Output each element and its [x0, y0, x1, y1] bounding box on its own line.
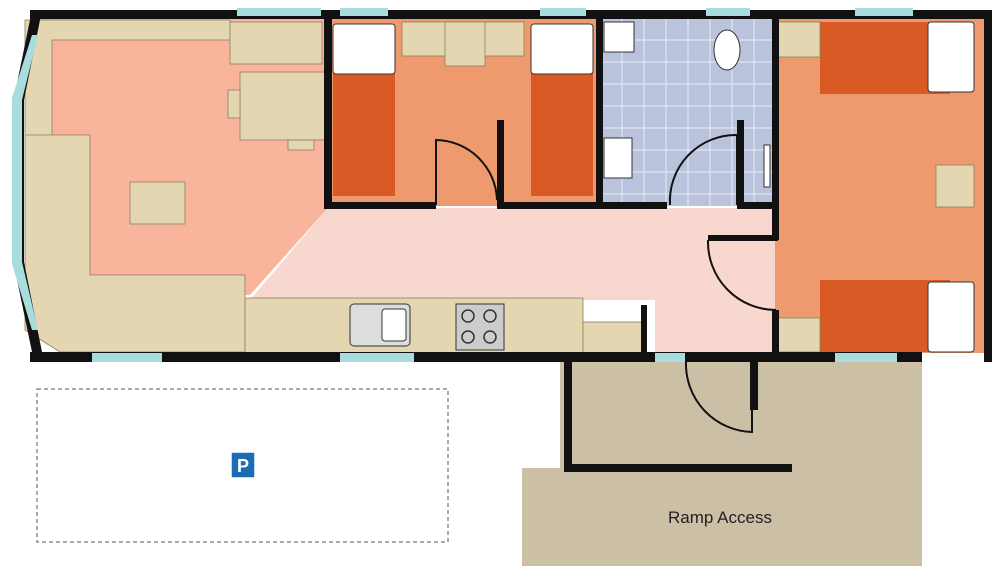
wall-interior [708, 235, 778, 241]
window [706, 8, 750, 16]
bathroom-tiles [600, 18, 775, 206]
door-swing [706, 239, 777, 311]
wall-interior [497, 202, 667, 209]
window [237, 8, 321, 16]
dining-table [239, 71, 327, 141]
wall-interior [772, 18, 779, 240]
door-swing [435, 138, 498, 205]
window [340, 8, 388, 16]
entrance-door-swing [684, 361, 753, 434]
ramp-access-label: Ramp Access [668, 508, 772, 527]
ramp-access-area [522, 468, 922, 566]
wall-interior [737, 120, 744, 208]
coffee-table [129, 181, 186, 225]
window [340, 353, 414, 362]
armchair [229, 21, 323, 65]
wall-interior [641, 305, 647, 355]
pillow [332, 23, 396, 75]
parking-sign-label: P [237, 456, 249, 476]
wall-interior [737, 202, 777, 209]
pillow [530, 23, 594, 75]
shower-icon [603, 21, 635, 53]
wall-interior [497, 120, 504, 208]
door-swing [668, 133, 738, 206]
bay-window [12, 35, 38, 330]
pillow [927, 21, 975, 93]
wall-interior [596, 18, 603, 208]
porch-wall [564, 362, 792, 472]
desk [935, 164, 975, 208]
hob-burners [461, 309, 497, 344]
wall-right [984, 10, 992, 362]
bedside-table [777, 317, 821, 353]
window [540, 8, 586, 16]
toilet-icon [713, 29, 741, 71]
kitchen-counter [244, 297, 584, 354]
wall-interior [324, 202, 436, 209]
sink-basin [381, 308, 407, 342]
stool [444, 21, 486, 67]
bedside-table [777, 21, 821, 58]
bed [531, 60, 593, 196]
pillow [927, 281, 975, 353]
parking-sign-icon [230, 451, 256, 479]
porch-area [560, 360, 922, 470]
wall-bottom [30, 352, 922, 362]
parking-space [36, 388, 449, 543]
wall-interior [772, 310, 779, 358]
bed [333, 60, 395, 196]
window [92, 353, 162, 362]
wall-top [30, 10, 990, 19]
window [655, 353, 685, 362]
hob-icon [455, 303, 505, 351]
wash-basin-icon [603, 137, 633, 179]
kitchen-counter-end [582, 321, 644, 354]
window [835, 353, 897, 362]
wall-interior [324, 18, 332, 208]
corridor-floor [250, 208, 775, 355]
towel-rail-icon [763, 144, 771, 188]
dining-chair [227, 89, 241, 119]
dining-chair [287, 139, 315, 151]
window [855, 8, 913, 16]
